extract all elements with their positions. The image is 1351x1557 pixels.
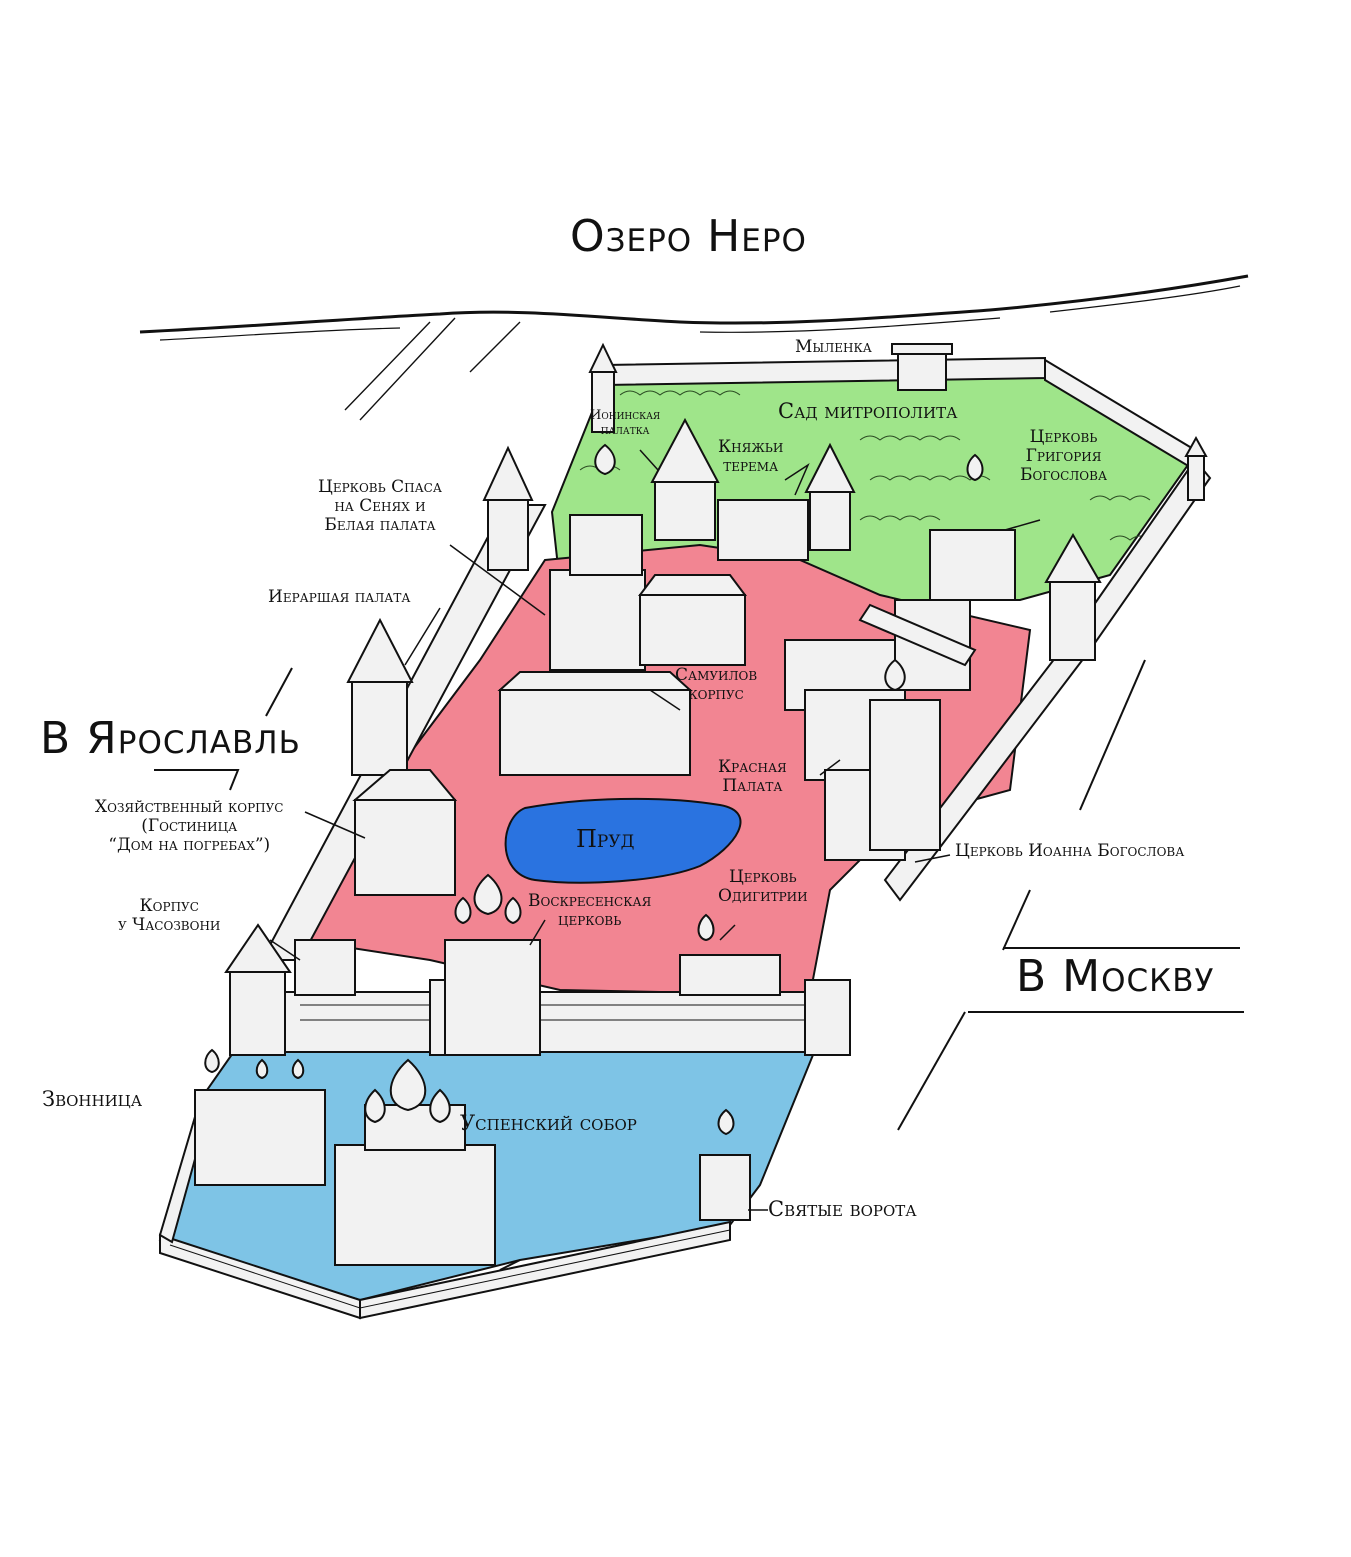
mylenka-label: Мыленка [795, 337, 872, 357]
to-moscow-label: В Москву [1016, 951, 1215, 1002]
samuilov-line-2: корпус [688, 684, 744, 705]
khoz-line-3: “Дом на погребах”) [108, 835, 271, 856]
korpus-chas-line-1: Корпус [139, 896, 199, 916]
odigitrii-line-2: Одигитрии [718, 886, 808, 907]
voskr-line-1: Воскресенская [528, 891, 652, 911]
khoz-line-2: (Гостиница [141, 816, 238, 837]
svyatye-label: Святые ворота [768, 1197, 917, 1221]
uspensky-label: Успенский собор [460, 1111, 637, 1135]
khoz-line-1: Хозяйственный корпус [95, 797, 284, 817]
grigoriy-line-2: Григория [1025, 446, 1102, 467]
knyazhi-line-2: терема [723, 456, 779, 477]
garden-label: Сад митрополита [778, 399, 958, 423]
domes [204, 443, 984, 1136]
wall-details [169, 1004, 830, 1309]
krasnaya-line-2: Палата [722, 776, 783, 797]
to-yaroslavl-label: В Ярославль [40, 713, 301, 764]
lake-shoreline [139, 274, 1249, 334]
voskr-label: Воскресенская церковь [528, 891, 652, 931]
shore-bank [344, 317, 521, 421]
spas-line-1: Церковь Спаса [318, 477, 442, 497]
buildings [194, 499, 1016, 1266]
knyazhi-line-1: Княжьи [718, 437, 784, 457]
ioninskaya-line-2: палатка [600, 422, 650, 438]
leader-lines [269, 449, 1041, 1211]
spas-line-3: Белая палата [324, 515, 436, 536]
road-moscow-upper [1079, 659, 1146, 811]
lake-ripples [159, 285, 1241, 341]
road-yaroslavl-underline [154, 769, 240, 791]
korpus-chas-line-2: у Часозвони [118, 915, 221, 936]
grigoriy-line-3: Богослова [1020, 465, 1108, 486]
cathedral-square-rim [499, 1259, 521, 1271]
voskr-line-2: церковь [557, 910, 622, 931]
zvonnitsa-label: Звонница [42, 1087, 143, 1111]
odigitrii-line-1: Церковь [728, 867, 797, 887]
pond-label: Пруд [576, 825, 635, 853]
road-moscow-edge [897, 1011, 966, 1131]
pond-area [504, 797, 742, 884]
samuilov-label: Самуилов корпус [675, 665, 758, 705]
ioninskaya-line-1: Ионинская [590, 408, 661, 423]
khoz-label: Хозяйственный корпус (Гостиница “Дом на … [95, 797, 284, 856]
ierarshaya-label: Иераршая палата [268, 587, 411, 607]
samuilov-line-1: Самуилов [675, 665, 758, 685]
knyazhi-label: Княжьи терема [718, 437, 784, 477]
ioann-label: Церковь Иоанна Богослова [955, 841, 1185, 861]
grigoriy-label: Церковь Григория Богослова [1020, 427, 1108, 486]
korpus-chas-label: Корпус у Часозвони [118, 896, 221, 936]
krasnaya-label: Красная Палата [718, 757, 787, 797]
spas-label: Церковь Спаса на Сенях и Белая палата [318, 477, 442, 536]
grigoriy-line-1: Церковь [1029, 427, 1098, 447]
road-moscow-lower [1002, 889, 1031, 951]
krasnaya-line-1: Красная [718, 757, 787, 777]
ioninskaya-label: Ионинская палатка [590, 408, 661, 438]
lake-label: Озеро Неро [570, 211, 807, 262]
road-yaroslavl-upper [265, 667, 293, 717]
odigitrii-label: Церковь Одигитрии [718, 867, 808, 907]
spas-line-2: на Сенях и [334, 496, 426, 517]
